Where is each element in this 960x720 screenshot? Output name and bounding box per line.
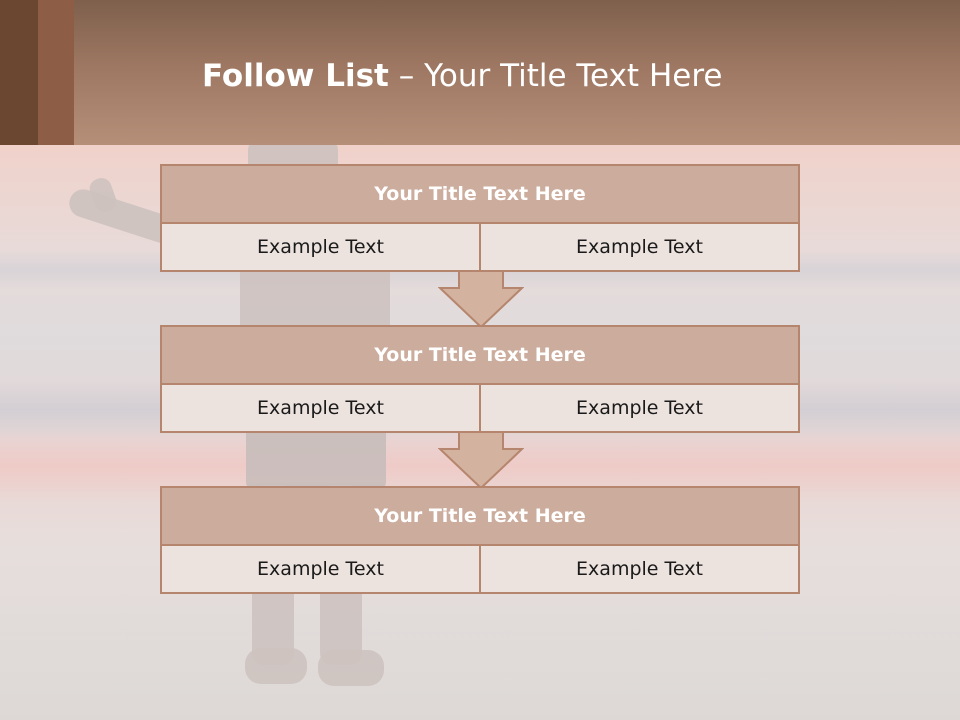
step-cell-right: Example Text — [479, 546, 798, 592]
step-block-1[interactable]: Your Title Text Here Example Text Exampl… — [160, 164, 800, 272]
step-title: Your Title Text Here — [162, 327, 798, 385]
silhouette-foot — [318, 650, 384, 686]
accent-stripe-dark — [0, 0, 38, 145]
slide-title-rest: – Your Title Text Here — [388, 58, 723, 94]
down-arrow-icon — [438, 431, 524, 489]
accent-stripe-light — [38, 0, 74, 145]
step-cell-right: Example Text — [479, 224, 798, 270]
step-cell-right: Example Text — [479, 385, 798, 431]
slide-title-lead: Follow List — [202, 58, 389, 94]
step-cell-left: Example Text — [162, 546, 479, 592]
step-block-3[interactable]: Your Title Text Here Example Text Exampl… — [160, 486, 800, 594]
silhouette-foot — [245, 648, 307, 684]
sand-band — [0, 600, 960, 720]
step-cell-left: Example Text — [162, 385, 479, 431]
step-title: Your Title Text Here — [162, 166, 798, 224]
step-block-2[interactable]: Your Title Text Here Example Text Exampl… — [160, 325, 800, 433]
step-title: Your Title Text Here — [162, 488, 798, 546]
down-arrow-icon — [438, 270, 524, 328]
step-body: Example Text Example Text — [162, 224, 798, 270]
slide-title[interactable]: Follow List – Your Title Text Here — [202, 56, 722, 96]
title-bar: Follow List – Your Title Text Here — [0, 0, 960, 145]
step-cell-left: Example Text — [162, 224, 479, 270]
step-body: Example Text Example Text — [162, 546, 798, 592]
step-body: Example Text Example Text — [162, 385, 798, 431]
